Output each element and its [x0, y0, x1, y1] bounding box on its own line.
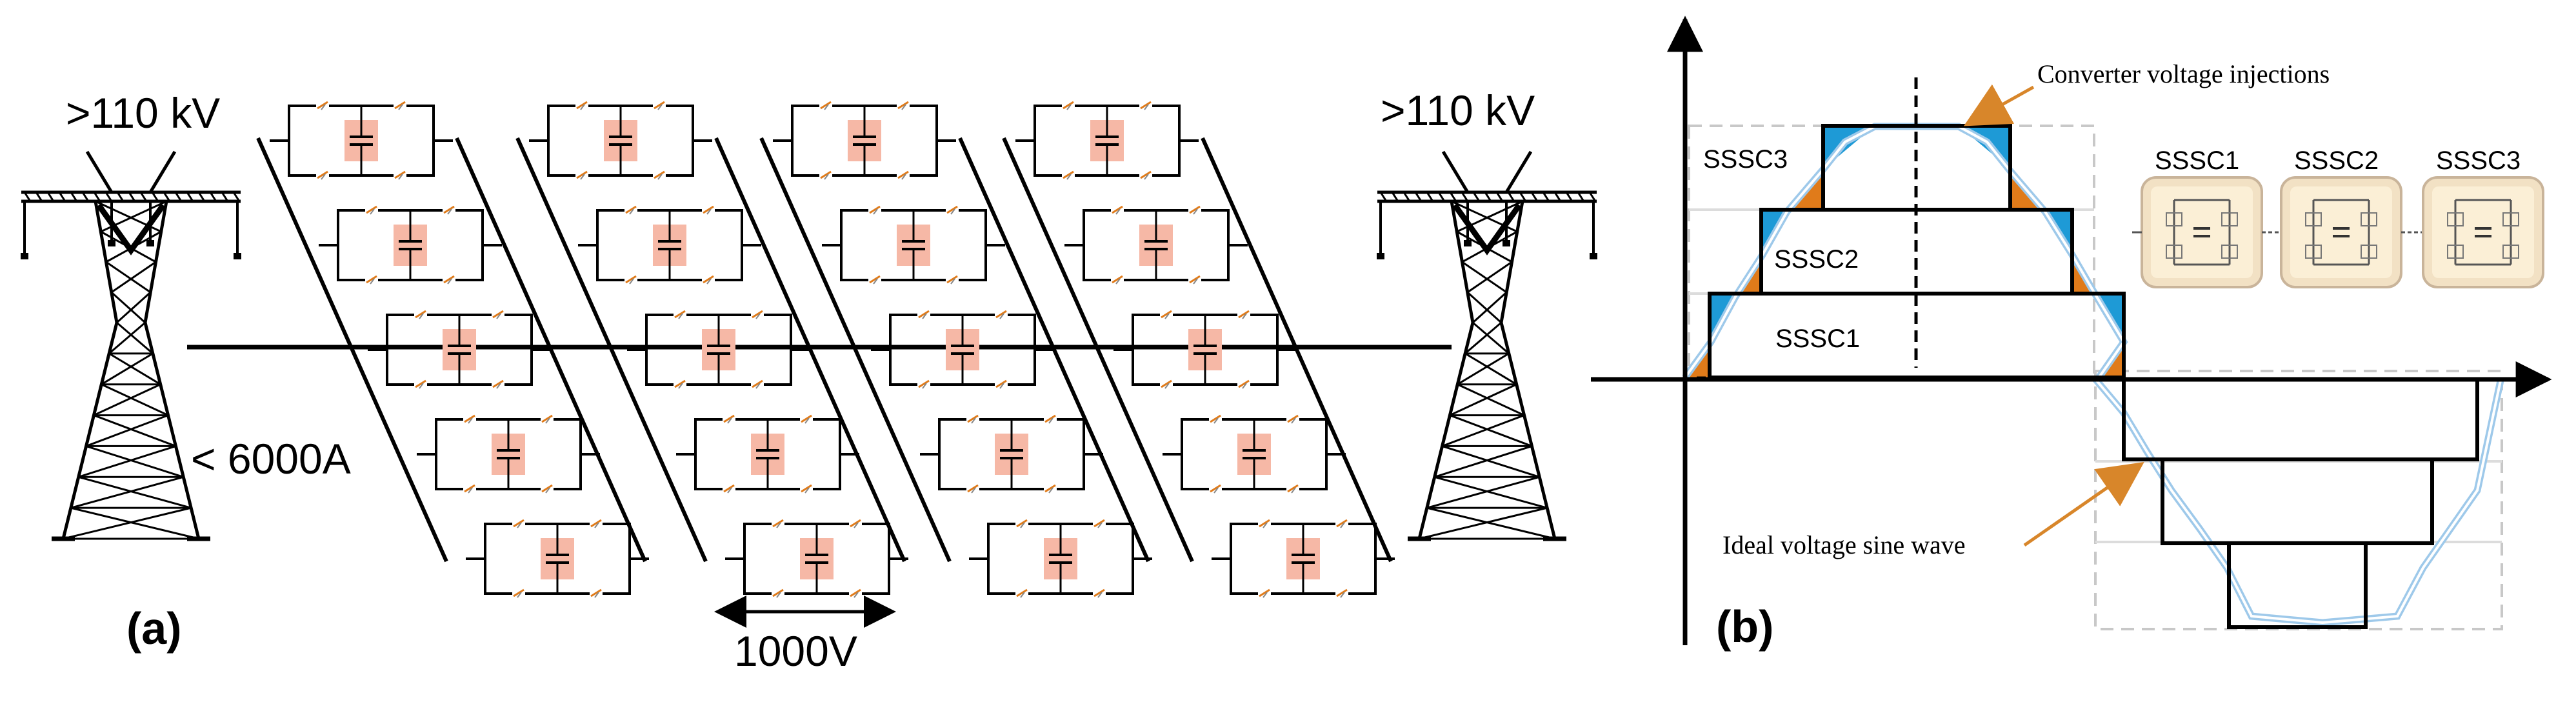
- submodule: [319, 205, 502, 285]
- submodule: [270, 101, 453, 180]
- submodule: [1163, 414, 1346, 494]
- negative-half-dashed-box: [2094, 370, 2503, 630]
- tower-right-icon: [1377, 150, 1597, 541]
- submodule: [871, 310, 1054, 389]
- submodule: [920, 414, 1103, 494]
- submodule: [417, 414, 600, 494]
- submodule: [969, 519, 1152, 598]
- submodule: [368, 310, 551, 389]
- annotation-sine: Ideal voltage sine wave: [1722, 530, 1966, 559]
- module-string: [759, 101, 1152, 598]
- module-voltage-label: 1000V: [734, 627, 857, 675]
- converter-label: SSSC3: [2436, 146, 2521, 175]
- ideal-sine-wave-inner: [1684, 125, 2502, 625]
- submodule: [529, 101, 712, 180]
- submodule: [822, 205, 1005, 285]
- converter-sssc3: SSSC3: [2422, 146, 2544, 288]
- submodule: [773, 101, 956, 180]
- submodule: [1113, 310, 1297, 389]
- panel-b-label: (b): [1716, 601, 1773, 652]
- panel-b: SSSC3 SSSC2 SSSC1 Converter voltage inje…: [1591, 15, 2552, 652]
- submodule: [725, 519, 908, 598]
- submodule: [676, 414, 859, 494]
- sssc1-step-negative: [2122, 377, 2479, 461]
- current-label: < 6000A: [191, 435, 351, 483]
- step-label-sssc3: SSSC3: [1703, 145, 1788, 174]
- module-string: [1002, 101, 1395, 598]
- converter-sssc1: SSSC1: [2141, 146, 2281, 288]
- annotation-injections: Converter voltage injections: [2037, 59, 2330, 88]
- converter-blocks: SSSC1 SSSC2 SSSC3: [2132, 146, 2544, 288]
- converter-label: SSSC1: [2155, 146, 2239, 175]
- submodule: [1015, 101, 1199, 180]
- converter-label: SSSC2: [2294, 146, 2379, 175]
- submodule: [466, 519, 649, 598]
- module-string: [515, 101, 908, 598]
- panel-a-label: (a): [126, 603, 182, 654]
- panel-a: >110 kV >110 kV < 6000A (a) 1000V: [21, 86, 1597, 675]
- submodule: [1212, 519, 1395, 598]
- module-string: [256, 101, 649, 598]
- submodule: [1064, 205, 1248, 285]
- submodule: [627, 310, 810, 389]
- converter-sssc2: SSSC2: [2280, 146, 2423, 288]
- voltage-right-label: >110 kV: [1381, 86, 1535, 134]
- module-strings: [256, 101, 1395, 598]
- submodule: [578, 205, 761, 285]
- annotation-sine-arrow: [2023, 462, 2144, 547]
- annotation-injections-arrow: [1963, 84, 2035, 126]
- step-label-sssc1: SSSC1: [1775, 325, 1860, 353]
- step-label-sssc2: SSSC2: [1774, 245, 1859, 274]
- voltage-left-label: >110 kV: [66, 89, 220, 137]
- tower-left-icon: [21, 150, 241, 541]
- sssc3-step-negative: [2227, 541, 2368, 629]
